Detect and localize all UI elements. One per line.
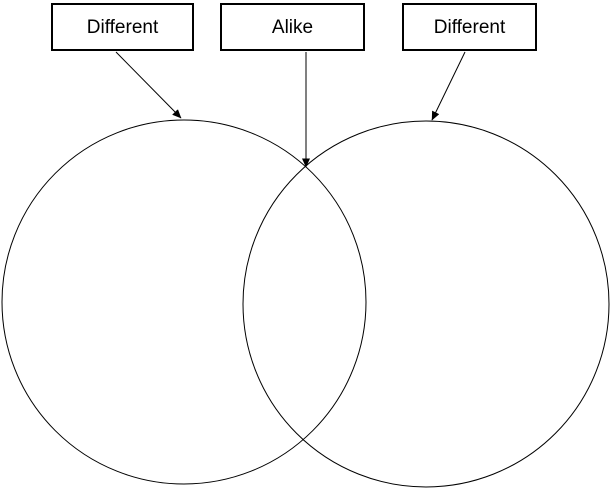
left-label-arrow: [115, 51, 182, 119]
label-box-alike: Alike: [220, 3, 365, 51]
label-text-alike: Alike: [271, 16, 314, 38]
label-box-different-left: Different: [51, 3, 194, 51]
venn-left-circle: [1, 119, 367, 485]
label-box-different-right: Different: [402, 3, 537, 51]
label-text-different-left: Different: [86, 16, 159, 38]
right-label-arrow: [431, 51, 466, 121]
venn-right-circle: [242, 120, 610, 488]
label-text-different-right: Different: [433, 16, 506, 38]
